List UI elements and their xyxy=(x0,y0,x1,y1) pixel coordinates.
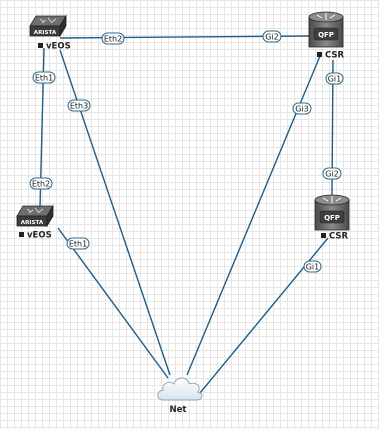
node-veos1[interactable]: ARISTA vEOS xyxy=(29,14,71,52)
link-label-gi3-csr1: Gi3 xyxy=(292,102,312,115)
svg-text:ARISTA: ARISTA xyxy=(34,30,57,36)
svg-text:Gi3: Gi3 xyxy=(295,105,309,114)
status-square xyxy=(321,233,326,238)
link-labels-layer: Eth2 Gi2 Eth1 Eth2 Eth3 Eth1 Gi1 Gi2 xyxy=(29,30,344,273)
svg-text:Gi1: Gi1 xyxy=(306,263,320,272)
link-label-gi1-csr2: Gi1 xyxy=(303,260,322,273)
svg-text:Eth1: Eth1 xyxy=(69,240,87,249)
node-veos2[interactable]: ARISTA vEOS xyxy=(16,204,54,241)
qfp-router-icon: QFP xyxy=(314,194,350,231)
svg-text:Eth2: Eth2 xyxy=(32,180,50,189)
node-label: CSR xyxy=(325,51,345,61)
node-net[interactable]: Net xyxy=(157,377,203,415)
node-label: vEOS xyxy=(27,231,52,241)
svg-text:QFP: QFP xyxy=(324,214,340,222)
node-csr1[interactable]: QFP CSR xyxy=(308,11,345,61)
link-label-gi2-csr1: Gi2 xyxy=(262,30,282,43)
link-label-gi2-csr2: Gi2 xyxy=(322,167,342,180)
link-label-gi1-csr1: Gi1 xyxy=(325,72,344,85)
svg-text:Gi2: Gi2 xyxy=(325,170,339,179)
node-label: CSR xyxy=(329,232,349,242)
svg-text:Eth1: Eth1 xyxy=(35,74,53,83)
link-label-eth2-veos1: Eth2 xyxy=(101,32,125,45)
arista-switch-icon: ARISTA xyxy=(29,14,67,38)
node-label: vEOS xyxy=(46,42,71,52)
status-square xyxy=(38,43,43,48)
links-layer xyxy=(39,35,334,394)
status-square xyxy=(317,52,322,57)
link-veos1-net[interactable] xyxy=(59,49,171,376)
arista-switch-icon: ARISTA xyxy=(16,204,54,228)
link-label-eth1-veos1: Eth1 xyxy=(32,71,56,84)
cloud-icon xyxy=(157,377,203,401)
node-label: Net xyxy=(170,405,187,415)
link-label-eth1-veos2: Eth1 xyxy=(66,237,90,250)
node-csr2[interactable]: QFP CSR xyxy=(314,194,350,242)
svg-text:Gi1: Gi1 xyxy=(328,75,342,84)
svg-text:Eth2: Eth2 xyxy=(104,35,122,44)
svg-text:ARISTA: ARISTA xyxy=(21,220,44,226)
svg-text:Eth3: Eth3 xyxy=(70,102,88,111)
link-label-eth3-veos1: Eth3 xyxy=(67,99,91,112)
qfp-router-icon: QFP xyxy=(308,11,344,48)
status-square xyxy=(19,232,24,237)
link-label-eth2-veos2: Eth2 xyxy=(29,177,53,190)
svg-text:Gi2: Gi2 xyxy=(265,33,279,42)
link-veos2-net[interactable] xyxy=(57,227,169,379)
svg-text:QFP: QFP xyxy=(318,31,334,39)
